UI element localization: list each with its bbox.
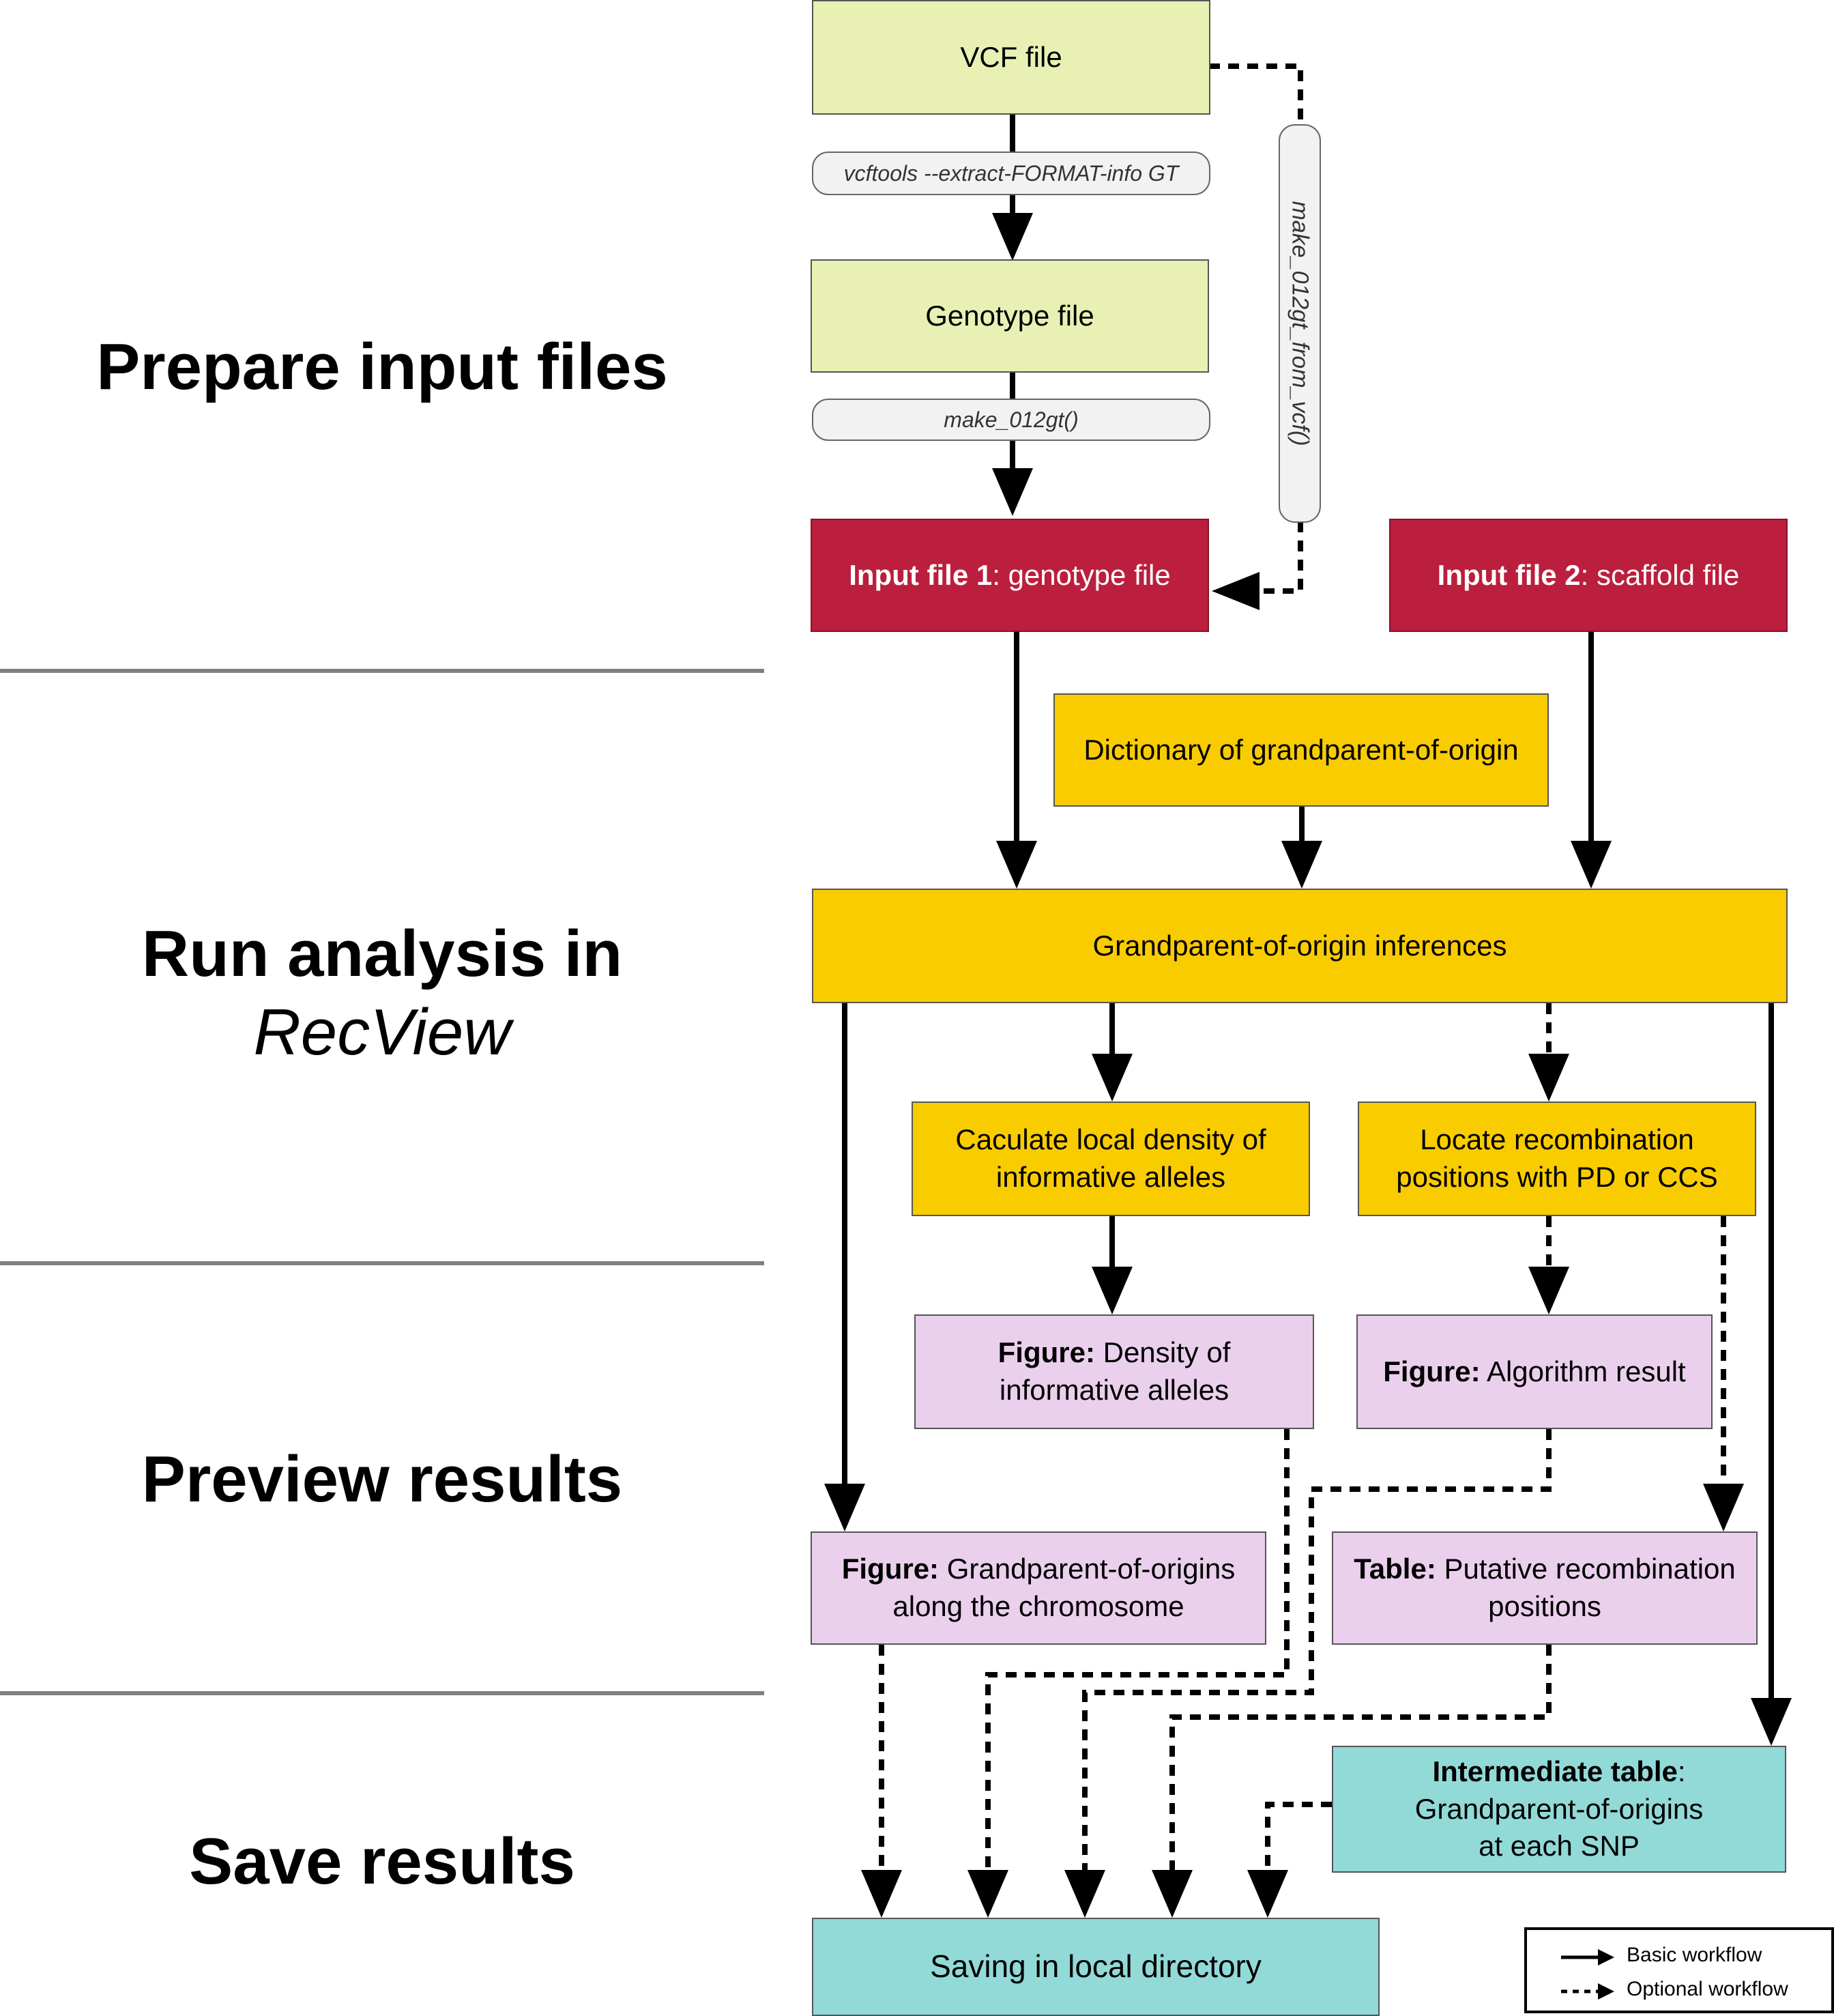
vcf-file-box: VCF file [812,0,1210,115]
stage-run-line2: RecView [253,996,511,1069]
stage-save-label: Save results [189,1825,575,1898]
stage-preview-label: Preview results [141,1443,623,1516]
intermediate-table-box: Intermediate table: Grandparent-of-origi… [1332,1746,1786,1873]
stage-run-line1: Run analysis in [141,917,623,990]
input-file-2-box: Input file 2: scaffold file [1389,519,1788,632]
stage-divider [0,669,764,673]
locate-line1: Locate recombination [1420,1123,1694,1156]
locate-recombination-box: Locate recombination positions with PD o… [1358,1101,1756,1216]
vcftools-command-pill: vcftools --extract-FORMAT-info GT [812,152,1210,195]
figure-gpo-label: Figure: [841,1553,940,1585]
table-recombination-box: Table: Putative recombination positions [1332,1531,1758,1645]
input-file-2-desc: : scaffold file [1580,558,1740,591]
figure-gpo-line1: Grandparent-of-origins [939,1553,1236,1585]
local-density-line2: informative alleles [995,1161,1226,1193]
figure-algorithm-label: Figure: [1383,1355,1481,1387]
legend-optional-label: Optional workflow [1627,1978,1788,2000]
figure-density-line1: Density of [1094,1336,1231,1369]
locate-line2: positions with PD or CCS [1396,1161,1718,1193]
make012gt-from-vcf-command-pill: make_012gt_from_vcf() [1279,124,1321,523]
figure-density-label: Figure: [998,1336,1095,1369]
legend-arrow-icons [1561,1949,1614,2000]
input-file-1-desc: : genotype file [992,558,1171,591]
figure-gpo-line2: along the chromosome [892,1590,1184,1622]
genotype-file-box: Genotype file [811,259,1209,373]
stage-divider [0,1691,764,1695]
dictionary-box: Dictionary of grandparent-of-origin [1053,693,1549,807]
figure-density-line2: informative alleles [999,1374,1229,1406]
table-line2: positions [1488,1590,1601,1622]
table-label: Table: [1354,1553,1436,1585]
intermediate-table-colon: : [1677,1755,1686,1788]
table-line1: Putative recombination [1436,1553,1736,1585]
stage-prepare-label: Prepare input files [96,330,668,403]
input-file-1-title: Input file 1 [849,558,993,591]
figure-algorithm-desc: Algorithm result [1480,1355,1686,1387]
figure-gpo-box: Figure: Grandparent-of-origins along the… [811,1531,1266,1645]
legend-basic-label: Basic workflow [1627,1944,1762,1966]
saving-local-directory-box: Saving in local directory [812,1918,1380,2016]
input-file-1-box: Input file 1: genotype file [811,519,1209,632]
local-density-line1: Caculate local density of [955,1123,1266,1156]
stage-run-label: Run analysis in RecView [0,915,764,1071]
figure-density-box: Figure: Density of informative alleles [914,1314,1314,1429]
inferences-box: Grandparent-of-origin inferences [812,889,1788,1003]
input-file-2-title: Input file 2 [1437,558,1581,591]
intermediate-table-line2: Grandparent-of-origins [1414,1792,1704,1825]
make012gt-from-vcf-label: make_012gt_from_vcf() [1287,201,1313,446]
figure-algorithm-box: Figure: Algorithm result [1356,1314,1713,1429]
intermediate-table-line3: at each SNP [1479,1830,1640,1862]
make012gt-command-pill: make_012gt() [812,399,1210,441]
stage-divider [0,1261,764,1265]
intermediate-table-label: Intermediate table [1432,1755,1678,1788]
local-density-box: Caculate local density of informative al… [912,1101,1310,1216]
legend: Basic workflow Optional workflow [1524,1927,1834,2013]
